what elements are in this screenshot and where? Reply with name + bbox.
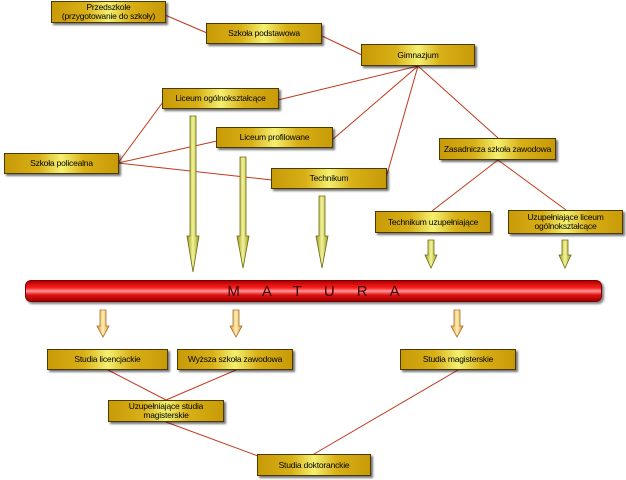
- matura-banner: MATURA: [25, 280, 602, 302]
- connector-podstawowa-gimnazjum: [321, 35, 363, 56]
- node-uzupelniajace-liceum: Uzupełniające liceum ogólnokształcące: [508, 210, 623, 234]
- down-arrow-icon: [558, 239, 572, 269]
- node-studia-doktoranckie: Studia doktoranckie: [257, 454, 371, 476]
- node-liceum-profilowane: Liceum profilowane: [216, 127, 333, 148]
- node-studia-magisterskie: Studia magisterskie: [400, 349, 516, 370]
- connector-magisterskie-doktoranckie: [313, 369, 459, 455]
- node-szkola-podstawowa: Szkoła podstawowa: [206, 23, 322, 44]
- node-uzupelniajace-studia-magisterskie: Uzupełniające studia magisterskie: [108, 400, 224, 422]
- connector-licencjackie-uzupelniajace-studia: [107, 369, 167, 401]
- node-zasadnicza-szkola-zawodowa: Zasadnicza szkoła zawodowa: [439, 138, 556, 160]
- down-arrow-icon: [186, 115, 200, 273]
- connector-gimnazjum-liceum-profilowane: [331, 65, 419, 141]
- node-studia-licencjackie: Studia licencjackie: [47, 349, 168, 370]
- connector-policealna-liceum-profilowane: [117, 140, 218, 164]
- node-technikum: Technikum: [271, 168, 387, 189]
- connector-przedszkole-podstawowa: [164, 14, 208, 34]
- connector-wyzsza-uzupelniajace-studia: [165, 369, 237, 401]
- connector-gimnazjum-zasadnicza: [417, 65, 499, 139]
- node-gimnazjum: Gimnazjum: [361, 44, 475, 66]
- node-wyzsza-szkola-zawodowa: Wyższa szkoła zawodowa: [177, 349, 293, 370]
- down-arrow-icon: [450, 309, 464, 338]
- connector-gimnazjum-liceum-ogolnoksztalcace: [277, 65, 419, 101]
- node-przedszkole: Przedszkole (przygotowanie do szkoły): [51, 1, 166, 23]
- connector-policealna-liceum-ogolnoksztalcace: [117, 101, 164, 164]
- connector-gimnazjum-technikum: [385, 65, 419, 179]
- down-arrow-icon: [96, 309, 110, 338]
- down-arrow-icon: [229, 309, 243, 338]
- node-technikum-uzupelniajace: Technikum uzupełniające: [375, 211, 491, 233]
- down-arrow-icon: [236, 156, 250, 269]
- node-szkola-policealna: Szkoła policealna: [4, 153, 119, 174]
- connector-zasadnicza-uzupelniajace-liceum: [497, 159, 567, 211]
- down-arrow-icon: [424, 239, 438, 269]
- down-arrow-icon: [315, 195, 329, 269]
- connector-uzupelniajace-studia-doktoranckie: [165, 421, 259, 457]
- connector-zasadnicza-technikum-uzupelniajace: [431, 159, 499, 212]
- node-liceum-ogolnoksztalcace: Liceum ogólnokształcące: [162, 88, 279, 109]
